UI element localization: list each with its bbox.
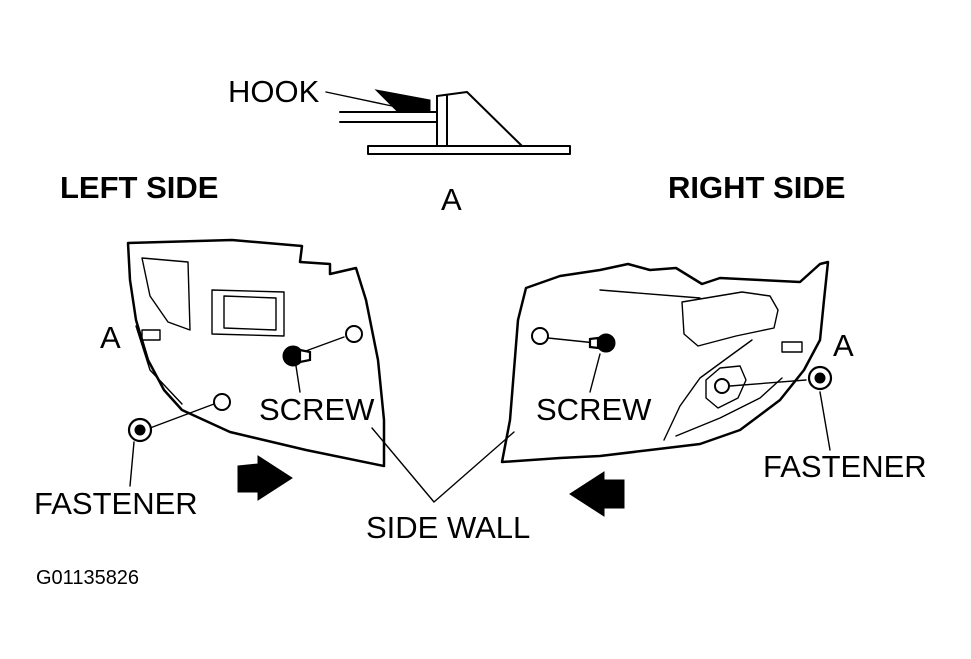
right-screw-leader — [589, 353, 601, 393]
detail-bracket-post — [436, 95, 448, 147]
hook-label: HOOK — [228, 74, 320, 109]
left-side-wall — [126, 238, 386, 487]
left-panel-opening-inner — [223, 295, 277, 331]
right-fastener-hole — [714, 378, 730, 394]
left-fastener-hole — [213, 393, 231, 411]
right-screw-axis — [547, 337, 597, 344]
left-fastener-part — [127, 417, 153, 443]
figure-id: G01135826 — [36, 567, 140, 589]
right-panel-body — [500, 260, 830, 464]
right-fastener-part — [807, 365, 833, 391]
hook-detail — [325, 89, 571, 155]
hook-leader — [325, 91, 393, 107]
left-screw-part — [282, 345, 312, 367]
right-side-wall — [500, 260, 833, 464]
left-clip-slot — [141, 329, 161, 341]
right-fastener-label: FASTENER — [763, 449, 927, 484]
left-panel-opening — [211, 289, 285, 337]
left-screw-hole — [345, 325, 363, 343]
right-panel-crease — [599, 289, 701, 299]
left-panel-contour — [135, 325, 183, 405]
left-screw-leader — [295, 365, 301, 393]
install-arrow-right-panel — [569, 471, 625, 517]
right-a-marker: A — [833, 328, 854, 363]
right-side-heading: RIGHT SIDE — [668, 170, 846, 205]
left-panel-window — [141, 257, 191, 331]
side-wall-label: SIDE WALL — [366, 510, 531, 545]
right-panel-recess — [705, 365, 747, 409]
detail-a-label: A — [441, 182, 462, 217]
right-fastener-axis — [729, 379, 807, 387]
detail-bracket-slope — [436, 91, 523, 147]
right-screw-label: SCREW — [536, 392, 652, 427]
install-arrow-left-panel — [237, 455, 293, 501]
detail-base-plate — [367, 145, 571, 155]
side-wall-leaders — [371, 427, 515, 503]
left-fastener-leader — [129, 441, 135, 487]
right-panel-contour-2 — [675, 377, 783, 437]
right-panel-opening — [681, 291, 779, 347]
hook-clip — [374, 89, 431, 113]
detail-panel-edge — [339, 111, 438, 123]
left-fastener-axis — [149, 403, 215, 429]
left-screw-label: SCREW — [259, 392, 375, 427]
left-side-heading: LEFT SIDE — [60, 170, 219, 205]
right-screw-part — [588, 333, 616, 353]
right-screw-hole — [531, 327, 549, 345]
right-fastener-leader — [819, 391, 831, 451]
right-panel-contour — [663, 339, 753, 441]
left-panel-body — [126, 238, 386, 468]
left-screw-axis — [302, 336, 345, 353]
left-fastener-label: FASTENER — [34, 486, 198, 521]
left-a-marker: A — [100, 320, 121, 355]
right-clip-slot — [781, 341, 803, 353]
